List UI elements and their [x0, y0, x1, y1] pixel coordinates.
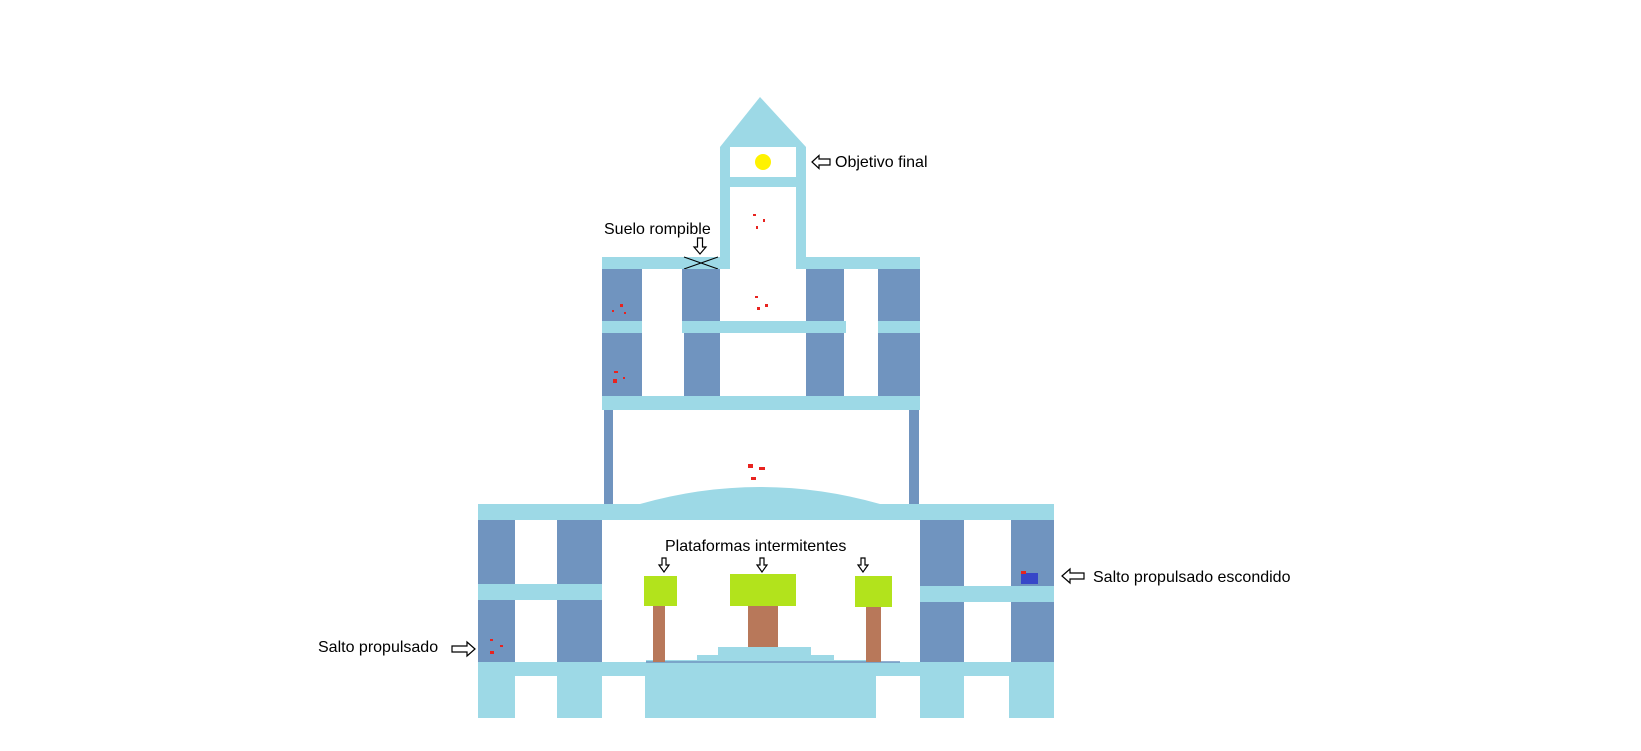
enemy-dots [490, 214, 768, 654]
hollow-arrow-icon [755, 557, 769, 574]
breakable-floor-label: Suelo rompible [604, 221, 711, 238]
lower-pillar [920, 520, 964, 586]
enemy-dot [614, 371, 618, 373]
trunk [653, 606, 665, 662]
hollow-arrow-icon [856, 557, 870, 574]
upper-pillar [602, 333, 642, 396]
tower-wall-left [720, 147, 730, 269]
hollow-arrow-icon [451, 640, 476, 658]
upper-pillar [682, 269, 720, 321]
ground-base [920, 676, 964, 718]
cross-mark-icon [683, 256, 719, 270]
enemy-dot [757, 307, 760, 310]
upper-pillar [602, 269, 642, 321]
blinking-platform[interactable] [855, 576, 892, 607]
enemy-dot [751, 477, 756, 480]
trunk [748, 606, 778, 647]
enemy-dot [759, 467, 765, 470]
hidden-boost-label: Salto propulsado escondido [1093, 569, 1291, 586]
upper-mid-floor [602, 321, 642, 333]
tower-ledge [720, 177, 806, 187]
hidden-boost-marker [1021, 571, 1026, 574]
goal-tower [720, 97, 806, 269]
upper-mid-floor [878, 321, 920, 333]
lower-ledge-left [478, 584, 602, 600]
lower-section [478, 504, 1054, 718]
lower-pillar [920, 602, 964, 664]
enemy-dot [490, 639, 493, 641]
enemy-dot [755, 296, 758, 298]
upper-pillar [878, 269, 920, 321]
lower-roof [478, 504, 1054, 520]
tower-wall-right [796, 147, 806, 269]
lower-ledge-right [920, 586, 1054, 602]
ground-base [557, 676, 602, 718]
enemy-dot [748, 464, 753, 468]
enemy-dot [490, 651, 494, 654]
enemy-dot [763, 219, 765, 222]
hidden-boost-block[interactable] [1021, 573, 1038, 584]
hall-column-right [909, 410, 919, 504]
hollow-arrow-icon [657, 557, 671, 574]
blinking-platform[interactable] [644, 576, 677, 606]
enemy-dot [756, 226, 758, 229]
upper-section [602, 256, 920, 410]
upper-pillar [806, 333, 844, 396]
enemy-dot [765, 304, 768, 307]
trunk [866, 607, 881, 662]
middle-hall [604, 410, 919, 504]
ground-floor [478, 662, 1054, 676]
lower-pillar [557, 600, 602, 664]
step-mound [697, 655, 834, 661]
step-mound [718, 647, 811, 656]
enemy-dot [500, 645, 503, 647]
ground-base [1009, 676, 1054, 718]
enemy-dot [753, 214, 756, 216]
upper-pillar [806, 269, 844, 321]
ground-base [478, 676, 515, 718]
ground-base [645, 676, 876, 718]
upper-floor [602, 396, 920, 410]
enemy-dot [624, 312, 626, 314]
lower-pillar [557, 520, 602, 584]
upper-roof-right [796, 257, 920, 269]
tower-roof [720, 97, 806, 147]
hollow-arrow-icon [1061, 567, 1085, 585]
hollow-arrow-icon [692, 237, 708, 255]
enemy-dot [613, 379, 617, 383]
goal-orb-icon[interactable] [755, 154, 771, 170]
enemy-dot [612, 310, 614, 312]
upper-pillar [878, 333, 920, 396]
lower-pillar [1011, 602, 1054, 664]
hall-column-left [604, 410, 613, 504]
upper-roof-left [602, 257, 720, 269]
blinking-platforms-label: Plataformas intermitentes [665, 538, 846, 555]
lower-pillar [478, 600, 515, 664]
enemy-dot [620, 304, 623, 307]
upper-pillar [684, 333, 720, 396]
hall-mound [640, 487, 880, 504]
lower-pillar [478, 520, 515, 584]
goal-label: Objetivo final [835, 154, 928, 171]
boost-label: Salto propulsado [318, 639, 438, 656]
upper-mid-floor [682, 321, 846, 333]
blinking-platform[interactable] [730, 574, 796, 606]
hollow-arrow-icon [811, 154, 831, 170]
enemy-dot [623, 377, 625, 379]
